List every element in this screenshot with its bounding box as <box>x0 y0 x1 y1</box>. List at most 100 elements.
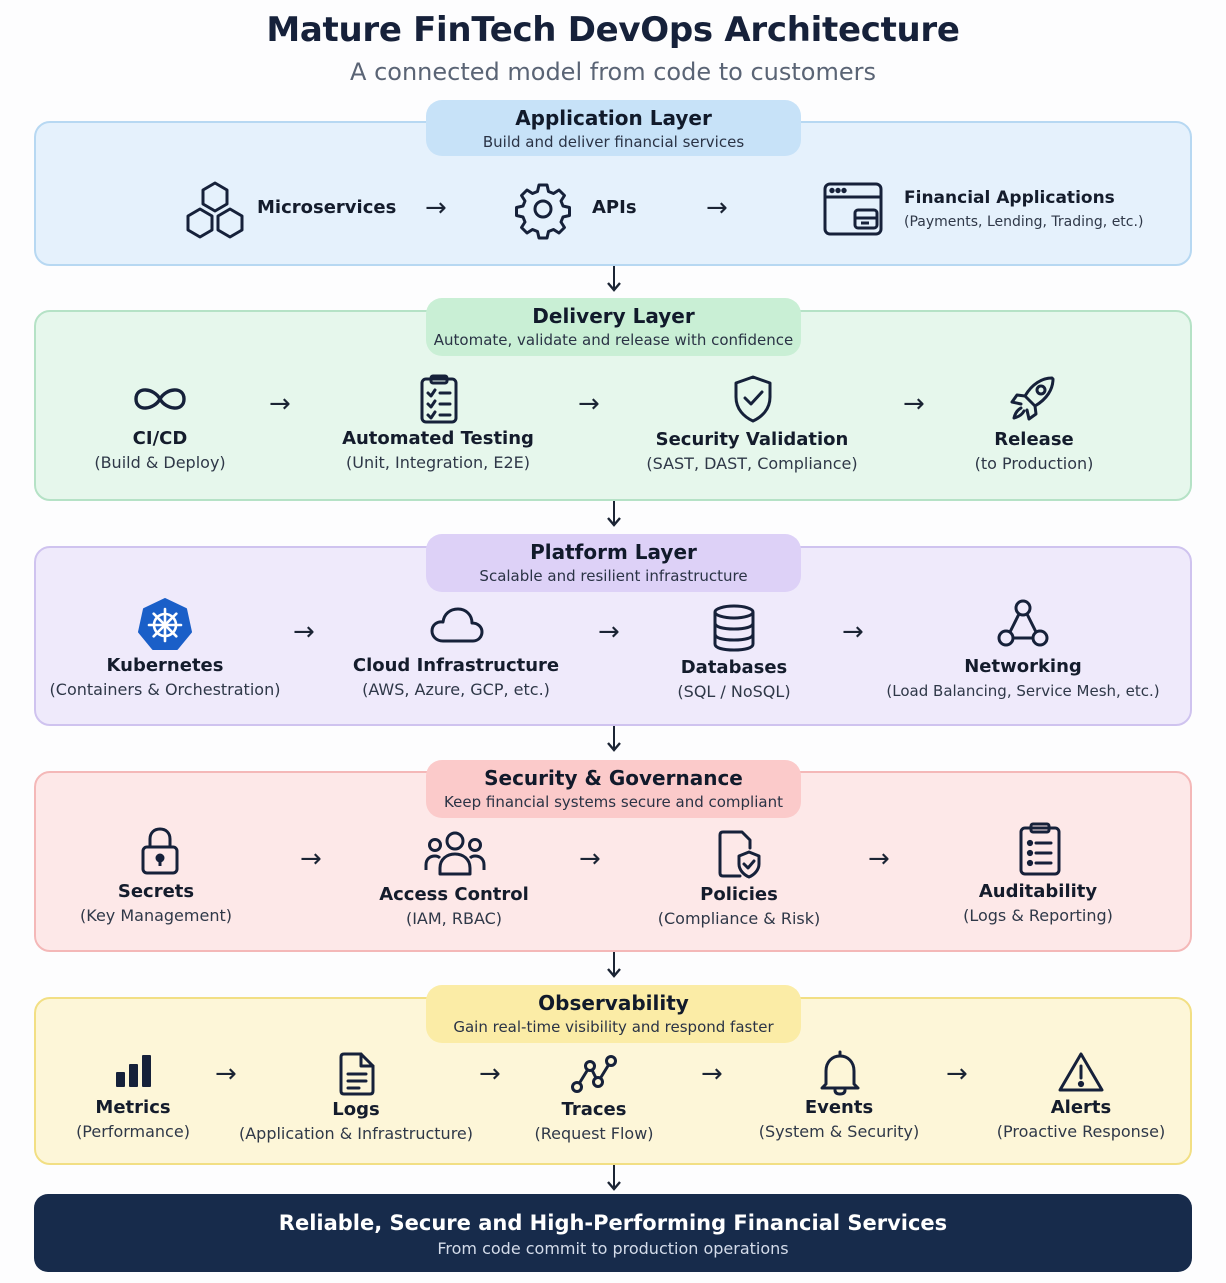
delivery-layer-header: Delivery Layer Automate, validate and re… <box>426 298 801 356</box>
rocket-icon <box>1010 376 1055 421</box>
kubernetes-item: Kubernetes (Containers & Orchestration) <box>40 654 290 702</box>
users-icon <box>424 831 486 876</box>
item-subtitle: (Application & Infrastructure) <box>238 1124 473 1143</box>
down-connector <box>613 952 615 974</box>
arrow-down-icon <box>607 282 621 292</box>
item-subtitle: (SAST, DAST, Compliance) <box>646 454 858 473</box>
arrow-down-icon <box>607 517 621 527</box>
platform-layer-header: Platform Layer Scalable and resilient in… <box>426 534 801 592</box>
layer-title: Security & Governance <box>484 766 743 790</box>
item-subtitle: (Key Management) <box>80 906 232 925</box>
application-layer-header: Application Layer Build and deliver fina… <box>426 100 801 156</box>
secrets-item: Secrets (Key Management) <box>56 880 256 928</box>
flow-arrow: → <box>903 389 925 419</box>
security-validation-item: Security Validation (SAST, DAST, Complia… <box>632 428 872 476</box>
network-icon <box>997 599 1049 647</box>
item-subtitle: (Logs & Reporting) <box>963 906 1113 925</box>
cloud-infrastructure-item: Cloud Infrastructure (AWS, Azure, GCP, e… <box>336 654 576 702</box>
layer-title: Application Layer <box>515 106 712 130</box>
networking-item: Networking (Load Balancing, Service Mesh… <box>878 655 1168 703</box>
item-subtitle: (IAM, RBAC) <box>405 909 503 928</box>
item-name: Alerts <box>1050 1097 1112 1118</box>
down-connector <box>613 726 615 748</box>
logs-item: Logs (Application & Infrastructure) <box>236 1098 476 1146</box>
layer-description: Keep financial systems secure and compli… <box>444 793 783 811</box>
item-subtitle: (SQL / NoSQL) <box>677 682 791 701</box>
flow-arrow: → <box>293 617 315 647</box>
database-icon <box>713 604 755 652</box>
app-window-icon <box>823 182 883 236</box>
kubernetes-icon <box>138 598 192 650</box>
page-title: Mature FinTech DevOps Architecture <box>266 10 960 50</box>
cubes-icon <box>186 181 244 239</box>
flow-arrow: → <box>578 389 600 419</box>
bar-chart-icon <box>116 1055 151 1087</box>
item-name: Financial Applications <box>904 188 1115 208</box>
outcome-banner: Reliable, Secure and High-Performing Fin… <box>34 1194 1192 1272</box>
item-name: Automated Testing <box>342 428 534 449</box>
item-name: Cloud Infrastructure <box>352 655 560 676</box>
item-subtitle: (Containers & Orchestration) <box>49 680 281 699</box>
flow-arrow: → <box>579 844 601 874</box>
item-name: Microservices <box>257 197 397 218</box>
gear-icon <box>515 183 571 240</box>
flow-arrow: → <box>706 193 728 223</box>
flow-arrow: → <box>269 389 291 419</box>
observability-layer-header: Observability Gain real-time visibility … <box>426 985 801 1043</box>
flow-arrow: → <box>479 1059 501 1089</box>
layer-description: Automate, validate and release with conf… <box>433 331 794 349</box>
alerts-item: Alerts (Proactive Response) <box>986 1096 1176 1144</box>
flow-arrow: → <box>215 1059 237 1089</box>
item-name: Release <box>994 429 1074 450</box>
item-name: Metrics <box>95 1097 171 1118</box>
down-connector <box>613 501 615 523</box>
item-subtitle: (System & Security) <box>758 1122 920 1141</box>
flow-arrow: → <box>425 193 447 223</box>
item-name: CI/CD <box>132 428 188 449</box>
security-layer-header: Security & Governance Keep financial sys… <box>426 760 801 818</box>
arrow-down-icon <box>607 1181 621 1191</box>
item-subtitle: (Unit, Integration, E2E) <box>346 453 530 472</box>
flow-arrow: → <box>598 617 620 647</box>
infinity-icon <box>134 388 186 410</box>
item-name: Traces <box>561 1099 627 1120</box>
layer-title: Delivery Layer <box>532 304 695 328</box>
item-name: Policies <box>700 884 778 905</box>
bell-icon <box>820 1050 860 1096</box>
item-subtitle: (Load Balancing, Service Mesh, etc.) <box>886 682 1160 700</box>
flow-arrow: → <box>842 617 864 647</box>
item-name: Security Validation <box>655 429 849 450</box>
access-control-item: Access Control (IAM, RBAC) <box>334 883 574 931</box>
financial-applications-item: Financial Applications (Payments, Lendin… <box>904 186 1143 234</box>
layer-description: Gain real-time visibility and respond fa… <box>453 1018 774 1036</box>
auditability-item: Auditability (Logs & Reporting) <box>928 880 1148 928</box>
flow-arrow: → <box>946 1059 968 1089</box>
item-name: Secrets <box>117 881 195 902</box>
item-subtitle: (Build & Deploy) <box>94 453 226 472</box>
item-subtitle: (Compliance & Risk) <box>657 909 821 928</box>
arrow-down-icon <box>607 968 621 978</box>
ci-cd-item: CI/CD (Build & Deploy) <box>60 427 260 475</box>
shield-check-icon <box>734 375 772 423</box>
item-name: Kubernetes <box>106 655 224 676</box>
flow-arrow: → <box>300 844 322 874</box>
item-subtitle: (AWS, Azure, GCP, etc.) <box>362 680 550 699</box>
traces-item: Traces (Request Flow) <box>514 1098 674 1146</box>
flow-arrow: → <box>701 1059 723 1089</box>
metrics-item: Metrics (Performance) <box>52 1096 214 1144</box>
layer-title: Platform Layer <box>530 540 697 564</box>
policies-item: Policies (Compliance & Risk) <box>629 883 849 931</box>
warning-triangle-icon <box>1058 1052 1104 1092</box>
lock-icon <box>141 827 179 875</box>
outcome-title: Reliable, Secure and High-Performing Fin… <box>278 1211 948 1235</box>
down-connector <box>613 266 615 288</box>
item-name: Networking <box>964 656 1082 677</box>
databases-item: Databases (SQL / NoSQL) <box>634 656 834 704</box>
release-item: Release (to Production) <box>934 428 1134 476</box>
item-name: Logs <box>332 1099 380 1120</box>
item-subtitle: (to Production) <box>974 454 1094 473</box>
outcome-subtitle: From code commit to production operation… <box>437 1239 789 1258</box>
item-name: APIs <box>592 197 637 218</box>
layer-description: Build and deliver financial services <box>482 133 745 151</box>
item-subtitle: (Proactive Response) <box>996 1122 1166 1141</box>
